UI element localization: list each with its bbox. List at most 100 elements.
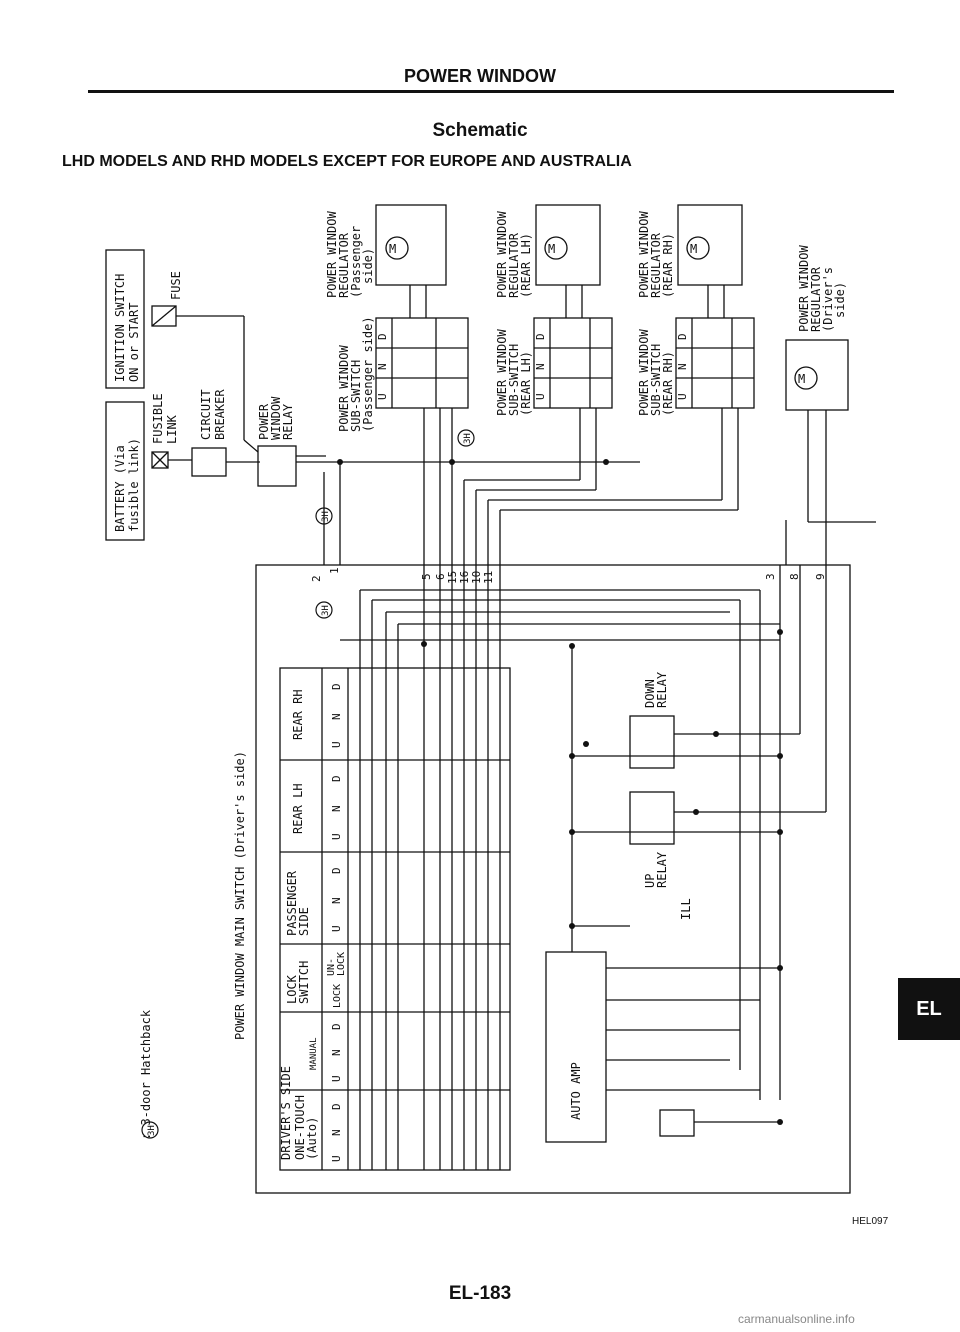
terminal-numbers: 2 1 5 6 15 16 10 11 3 8 9 [310, 567, 827, 584]
col-unlock-1: UN- [326, 958, 337, 976]
ill-label: ILL [679, 898, 693, 920]
col-drivers-side: DRIVER'S SIDE [279, 1066, 293, 1160]
terminal-11: 11 [482, 571, 495, 584]
fusible-link-label-1: FUSIBLE [151, 393, 165, 444]
title-rule [88, 90, 894, 93]
terminal-10: 10 [470, 571, 483, 584]
sub-passenger-3: (Passenger side) [361, 316, 375, 432]
sub-rear-rh-2: SUB-SWITCH [649, 344, 663, 416]
reg-rear-rh-3: (REAR RH) [661, 233, 675, 298]
figure-code: HEL097 [852, 1216, 889, 1227]
sub-rear-rh-1: POWER WINDOW [637, 329, 651, 416]
circuit-breaker-label-1: CIRCUIT [199, 389, 213, 440]
col-rear-rh: REAR RH [291, 689, 305, 740]
motor-driver-label: M [798, 372, 805, 386]
reg-driver-3: (Driver's [821, 267, 835, 332]
reg-rear-lh-2: REGULATOR [507, 232, 521, 298]
col-passenger-2: SIDE [297, 907, 311, 936]
pos-d-main-manual: D [330, 1023, 343, 1030]
pos-u-rear-rh: U [676, 393, 689, 400]
terminal-16: 16 [458, 571, 471, 584]
hatch-marker-3: 3H [463, 433, 473, 444]
terminal-1: 1 [328, 567, 341, 574]
pos-n-main-passenger: N [330, 897, 343, 904]
main-switch-table [279, 667, 511, 1171]
terminal-3: 3 [764, 573, 777, 580]
pos-d-rear-rh: D [676, 333, 689, 340]
pos-n-main-rear-lh: N [330, 805, 343, 812]
reg-passenger-1: POWER WINDOW [325, 211, 339, 298]
col-one-touch-1: ONE-TOUCH [293, 1095, 307, 1160]
pos-u-main-manual: U [330, 1075, 343, 1082]
pos-d-main-rear-lh: D [330, 775, 343, 782]
reg-passenger-4: side) [361, 248, 375, 284]
page-number: EL-183 [448, 1283, 512, 1304]
fuse-label: FUSE [169, 271, 183, 300]
pos-n-rear-rh: N [676, 363, 689, 370]
motor-rear-lh-label: M [548, 242, 555, 256]
battery-label-2: fusible link) [127, 438, 141, 532]
sub-switch-passenger-grid [375, 317, 469, 409]
sub-rear-lh-3: (REAR LH) [519, 351, 533, 416]
reg-rear-lh-box [535, 204, 601, 286]
circuit-breaker-label-2: BREAKER [213, 389, 227, 440]
pos-d-main-rear-rh: D [330, 683, 343, 690]
terminal-5: 5 [420, 573, 433, 580]
col-passenger-1: PASSENGER [285, 870, 299, 936]
hatch-marker-1: 3H [321, 511, 331, 522]
col-unlock-2: LOCK [336, 952, 347, 976]
circuit-breaker-symbol [191, 447, 227, 477]
col-one-touch-2: (Auto) [305, 1117, 319, 1160]
sub-rear-lh-1: POWER WINDOW [495, 329, 509, 416]
page-title: POWER WINDOW [404, 66, 556, 86]
reg-driver-4: side) [833, 282, 847, 318]
reg-passenger-2: REGULATOR [337, 232, 351, 298]
motor-passenger [385, 236, 409, 260]
sub-passenger-2: SUB-SWITCH [349, 360, 363, 432]
junction-dots [337, 459, 783, 1125]
legend-text: : 3-door Hatchback [139, 1009, 153, 1140]
reg-passenger-box [375, 204, 447, 286]
col-lock-2: SWITCH [297, 961, 311, 1004]
pos-u-main-passenger: U [330, 925, 343, 932]
reg-rear-lh-1: POWER WINDOW [495, 211, 509, 298]
col-rear-lh: REAR LH [291, 783, 305, 834]
down-relay-box [629, 715, 675, 769]
relay-label-1: POWER [257, 403, 271, 440]
up-relay-label-2: RELAY [655, 851, 669, 888]
ignition-label-2: ON or START [127, 303, 141, 382]
watermark: carmanualsonline.info [738, 1312, 855, 1326]
reg-driver-1: POWER WINDOW [797, 245, 811, 332]
hatch-marker-legend: 3H [147, 1125, 157, 1136]
down-relay-label-1: DOWN [643, 679, 657, 708]
pos-d-main-auto: D [330, 1103, 343, 1110]
pos-d-main-passenger: D [330, 867, 343, 874]
sub-rear-lh-2: SUB-SWITCH [507, 344, 521, 416]
pos-n-main-manual: N [330, 1049, 343, 1056]
models-heading: LHD MODELS AND RHD MODELS EXCEPT FOR EUR… [62, 153, 632, 170]
down-relay-label-2: RELAY [655, 671, 669, 708]
pos-n-main-auto: N [330, 1129, 343, 1136]
terminal-8: 8 [788, 573, 801, 580]
pos-u-main-rear-rh: U [330, 741, 343, 748]
terminal-6: 6 [434, 573, 447, 580]
battery-label-1: BATTERY (Via [113, 445, 127, 532]
motor-passenger-label: M [389, 242, 396, 256]
pos-u-rear-lh: U [534, 393, 547, 400]
pos-u-passenger: U [376, 393, 389, 400]
pos-n-passenger: N [376, 363, 389, 370]
motor-rear-lh [544, 236, 568, 260]
ignition-label-1: IGNITION SWITCH [113, 274, 127, 382]
reg-rear-rh-1: POWER WINDOW [637, 211, 651, 298]
terminal-15: 15 [446, 571, 459, 584]
section-tab: EL [898, 978, 960, 1040]
reg-driver-box [785, 339, 849, 411]
relay-label-3: RELAY [281, 403, 295, 440]
page-subtitle: Schematic [432, 120, 528, 141]
motor-rear-rh-label: M [690, 242, 697, 256]
auto-amp-label: AUTO AMP [569, 1062, 583, 1120]
reg-rear-lh-3: (REAR LH) [519, 233, 533, 298]
pos-n-main-rear-rh: N [330, 713, 343, 720]
reg-passenger-3: (Passenger [349, 226, 363, 298]
